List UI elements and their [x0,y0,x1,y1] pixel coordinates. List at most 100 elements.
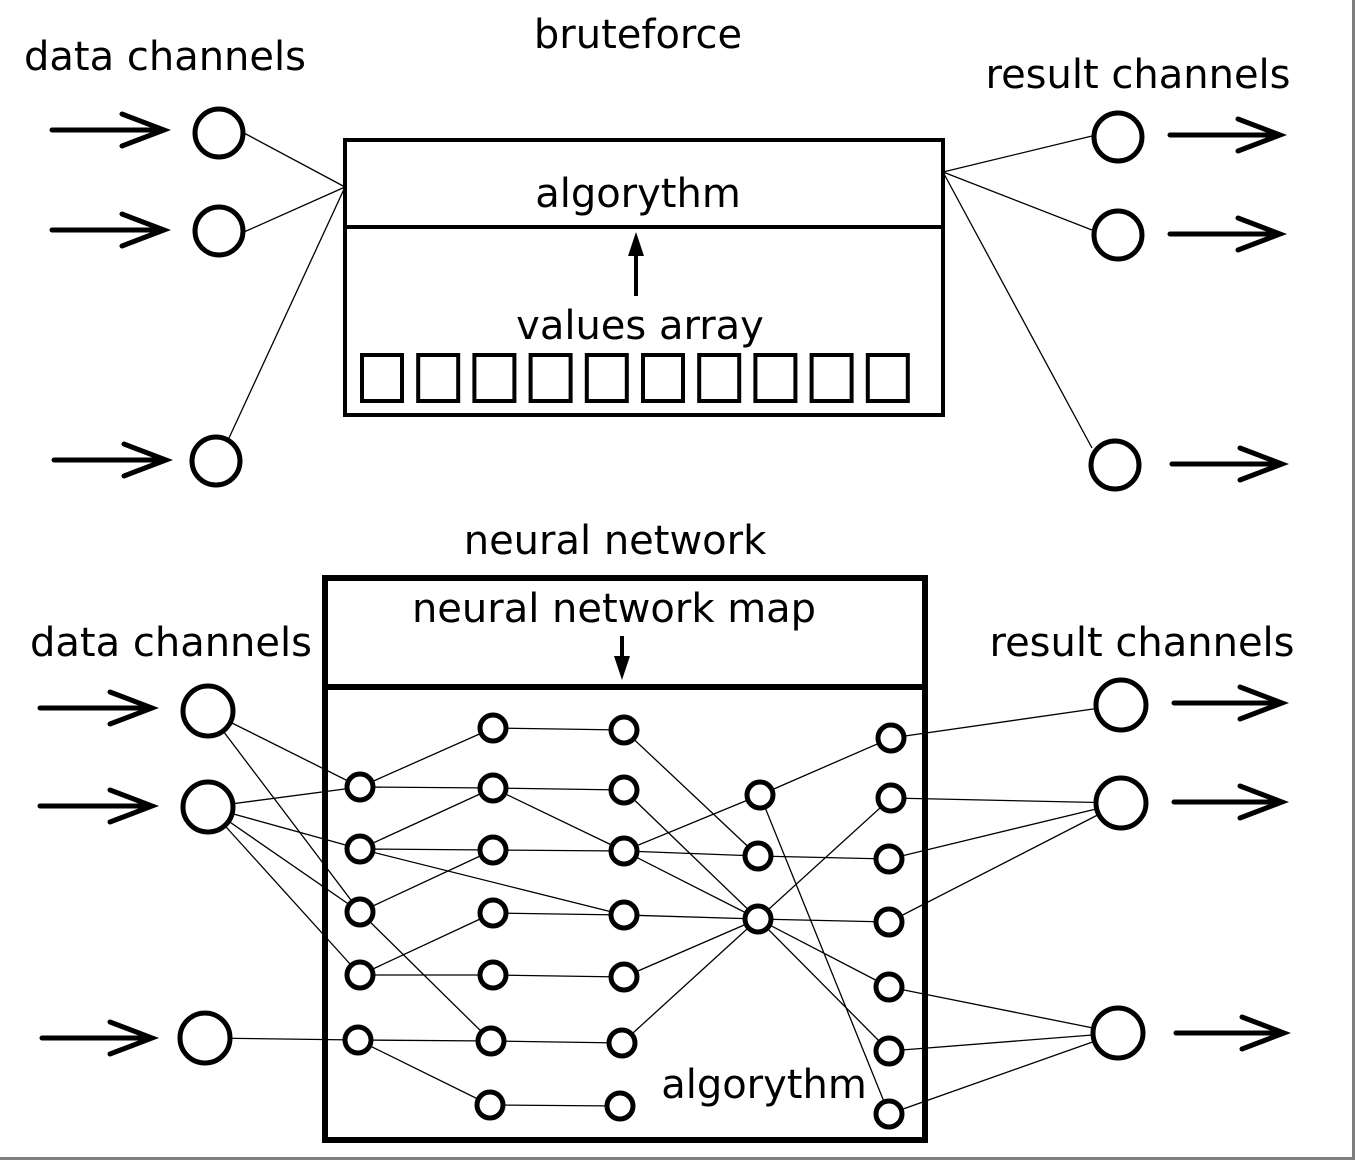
array-cell [753,353,798,403]
connection-line [942,171,1093,449]
neuron-node [344,771,376,803]
neuron-node [608,714,640,746]
output-node [1090,1005,1146,1061]
connection-line [492,912,625,916]
input-node [180,779,236,835]
connection-line [888,986,1119,1034]
connection-line [757,918,890,923]
input-arrow [37,787,160,825]
connection-line [623,789,759,920]
array-cell [416,353,461,403]
output-arrow [1171,684,1290,722]
output-arrow [1171,783,1290,821]
output-node [1091,208,1145,262]
neuron-node [474,1089,506,1121]
neuron-node [608,835,640,867]
neuron-node [608,774,640,806]
neuron-node [477,834,509,866]
input-arrow [49,111,172,149]
neuron-node [344,959,376,991]
array-cell [360,353,404,403]
connection-line [359,848,494,851]
neuron-node [875,782,907,814]
output-arrow [1167,116,1288,154]
bottom-data-channels-label: data channels [30,620,312,666]
neuron-node [873,843,905,875]
connection-line [623,850,759,857]
neuron-node [873,1098,905,1130]
map-to-network-arrow [614,636,630,680]
neuron-node [344,896,376,928]
connection-line [359,849,494,913]
connection-line [942,171,1093,231]
input-node [180,683,236,739]
connection-line [359,727,494,788]
bottom-output-channels [1090,677,1292,1061]
connection-line [757,918,890,988]
connection-line [207,806,361,913]
connection-line [492,787,625,791]
connection-line [207,806,361,976]
connection-line [759,794,890,1115]
array-cell [865,353,910,403]
output-arrow [1167,215,1288,253]
neuron-node [608,961,640,993]
output-node [1093,677,1149,733]
output-arrow [1169,445,1290,483]
connection-line [359,848,625,916]
neuron-node [875,722,907,754]
array-cell [641,353,685,403]
connection-line [888,1032,1119,1052]
neuron-node [873,971,905,1003]
output-arrow [1173,1014,1292,1052]
connection-line [890,704,1122,739]
neuron-node [744,779,776,811]
neuron-node [475,1025,507,1057]
connection-line [621,918,759,1044]
connection-line [623,850,759,920]
network-neurons [342,712,907,1130]
connection-line [492,974,625,978]
neuron-node [606,1027,638,1059]
input-node [177,1010,233,1066]
network-connections [204,704,1122,1115]
connection-line [888,802,1122,923]
connection-line [757,855,890,860]
array-cell [528,353,573,403]
connection-line [623,729,759,857]
connection-line [490,1040,623,1044]
connection-line [207,710,361,788]
input-arrow [49,211,172,249]
connection-line [757,918,890,1052]
input-node [189,434,243,488]
neuron-node [342,1024,374,1056]
top-input-channels [49,106,246,488]
top-algorithm-label: algorythm [535,171,741,217]
window-edge-bottom [0,1157,1355,1160]
neuron-node [604,1090,636,1122]
input-node [192,204,246,258]
values-array [360,353,910,403]
connection-line [489,1104,621,1107]
neuron-node [477,772,509,804]
neuron-node [477,959,509,991]
connection-line [759,737,892,796]
input-arrow [51,441,174,479]
top-connections [228,132,1093,449]
neuron-node [477,897,509,929]
connection-line [359,787,494,850]
connection-line [623,918,759,978]
neuron-node [742,840,774,872]
connection-line [357,1039,492,1042]
bottom-input-channels [37,683,236,1066]
neuron-node [873,906,905,938]
connection-line [359,911,492,1042]
connection-line [243,132,346,188]
connection-line [357,1039,491,1106]
connection-line [890,797,1122,804]
top-output-channels [1088,110,1290,492]
bruteforce-section: bruteforce data channels result channels [24,12,1291,492]
bruteforce-title: bruteforce [534,12,742,58]
connection-line [359,912,494,976]
